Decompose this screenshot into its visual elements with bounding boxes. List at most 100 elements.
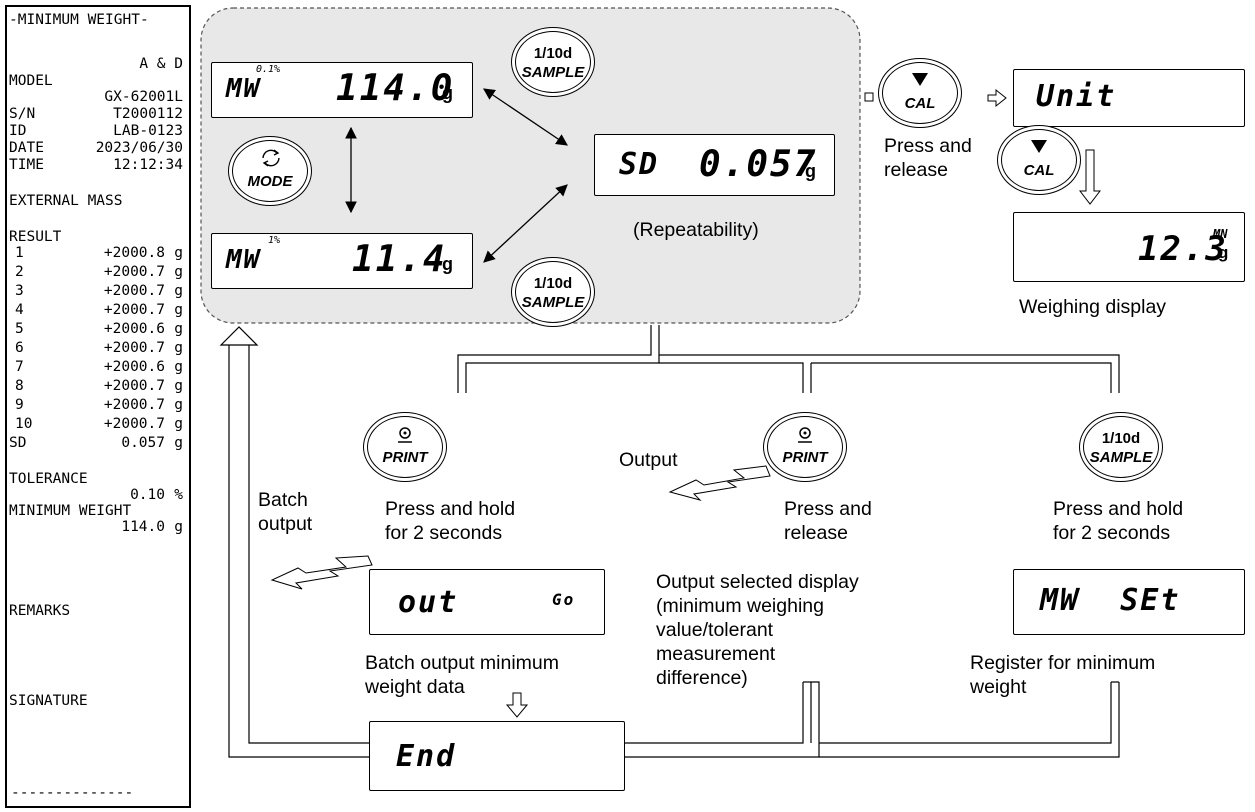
- printout-min-weight-label: MINIMUM WEIGHT: [9, 503, 132, 519]
- display-out-text: out: [398, 585, 459, 620]
- output-lightning-print: [670, 466, 770, 500]
- mode-key[interactable]: MODE: [228, 136, 312, 206]
- sample-key-right-line2: SAMPLE: [1089, 449, 1153, 466]
- display-mw-set-text: MW SEt: [1040, 583, 1181, 618]
- repeatability-label: (Repeatability): [633, 219, 759, 241]
- printout-result-unit: g: [174, 264, 183, 280]
- sample-key-top[interactable]: 1/10d SAMPLE: [511, 27, 595, 97]
- down-triangle-icon: [912, 73, 928, 86]
- cal-key-top[interactable]: CAL: [878, 58, 962, 128]
- press-hold-sample-label: Press and hold for 2 seconds: [1053, 498, 1184, 544]
- printout-id-label: ID: [9, 123, 27, 139]
- sample-key-top-line1: 1/10d: [533, 45, 573, 62]
- display-sd: SD 0.057 g: [594, 134, 835, 196]
- printout-result-index: 9: [15, 397, 24, 413]
- press-hold-print-label: Press and hold for 2 seconds: [385, 498, 516, 544]
- printout-result-value: +2000.7: [103, 264, 165, 280]
- printout-result-unit: g: [174, 378, 183, 394]
- printout-tolerance-value: 0.10: [130, 487, 165, 503]
- printout-time-value: 12:12:34: [113, 157, 183, 173]
- display-mw-set: MW SEt: [1013, 569, 1245, 635]
- cycle-icon: [262, 149, 280, 167]
- output-label: Output: [619, 449, 678, 471]
- printout-result-row: 4 +2000.7 g: [7, 302, 189, 320]
- output-lightning-batch: [272, 556, 372, 589]
- display-unit-text: Unit: [1036, 79, 1117, 114]
- printout-result-value: +2000.7: [103, 378, 165, 394]
- printout-result-index: 6: [15, 340, 24, 356]
- press-release-print-label: Press and release: [784, 498, 872, 544]
- printout-result-unit: g: [174, 340, 183, 356]
- printout-footer-line: --------------: [11, 785, 134, 801]
- hollow-arrow-right: [988, 90, 1006, 106]
- arrow-mw-top-to-sd: [483, 88, 568, 146]
- printout-company: A & D: [139, 56, 183, 72]
- printout-tolerance-label: TOLERANCE: [9, 471, 88, 487]
- printout-result-unit: g: [174, 283, 183, 299]
- printout-header: -MINIMUM WEIGHT-: [9, 12, 149, 28]
- display-sd-value: 0.057: [699, 144, 818, 185]
- sample-key-bottom[interactable]: 1/10d SAMPLE: [511, 257, 595, 327]
- display-end: End: [369, 721, 625, 791]
- display-weighing-unit: g: [1218, 243, 1229, 262]
- printout-result-unit: g: [174, 397, 183, 413]
- cal-key-bottom-label: CAL: [1023, 162, 1055, 179]
- arrow-mw-bottom-to-sd: [483, 184, 568, 263]
- printout-id-value: LAB-0123: [113, 123, 183, 139]
- printout-result-index: 5: [15, 321, 24, 337]
- down-triangle-icon: [1031, 140, 1047, 153]
- printout-result-value: +2000.7: [103, 302, 165, 318]
- return-loop: [221, 327, 1119, 757]
- cal-key-bottom[interactable]: CAL: [997, 125, 1081, 195]
- printout-result-index: 4: [15, 302, 24, 318]
- printout-result-unit: g: [174, 302, 183, 318]
- press-release-cal-label: Press and release: [884, 135, 972, 181]
- printout-result-unit: g: [174, 245, 183, 261]
- printout-model-label: MODEL: [9, 73, 53, 89]
- display-weighing-value: 12.3: [1138, 229, 1228, 269]
- print-key-center-label: PRINT: [782, 449, 828, 466]
- print-key-center[interactable]: PRINT: [763, 412, 847, 482]
- display-mw-top-value: 114.0: [336, 68, 455, 109]
- printout-result-row: 2 +2000.7 g: [7, 264, 189, 282]
- display-mw-bottom-label: MW: [226, 245, 262, 275]
- printout-min-weight-value: 114.0: [121, 519, 165, 535]
- printout-result-value: +2000.7: [103, 416, 165, 432]
- print-key-left-label: PRINT: [382, 449, 428, 466]
- mode-key-label: MODE: [247, 173, 293, 190]
- display-mw-top-label: MW: [226, 74, 262, 104]
- printout-min-weight-unit: g: [174, 519, 183, 535]
- display-out: out Go: [369, 569, 605, 635]
- batch-output-data-label: Batch output minimum weight data: [365, 652, 560, 698]
- display-mw-top: 0.1% MW 114.0 g: [211, 62, 473, 118]
- display-mw-bottom-unit: g: [442, 254, 453, 274]
- print-key-left[interactable]: PRINT: [363, 412, 447, 482]
- output-selected-label: Output selected display (minimum weighin…: [656, 571, 859, 689]
- sample-key-right[interactable]: 1/10d SAMPLE: [1079, 412, 1163, 482]
- printout-result-value: +2000.8: [103, 245, 165, 261]
- display-mw-bottom: 1% MW 11.4 g: [211, 233, 473, 289]
- print-icon: [798, 427, 812, 443]
- printout-sn-value: T2000112: [113, 106, 183, 122]
- register-mw-label: Register for minimum weight: [970, 652, 1156, 698]
- small-square: [865, 93, 873, 101]
- display-weighing-mn: MN: [1213, 227, 1228, 241]
- sample-key-right-line1: 1/10d: [1101, 430, 1141, 447]
- printout-result-unit: g: [174, 359, 183, 375]
- printout-model-value: GX-62001L: [104, 89, 183, 105]
- printout-result-index: 2: [15, 264, 24, 280]
- display-end-text: End: [396, 739, 457, 774]
- printout-date-value: 2023/06/30: [95, 140, 183, 156]
- display-out-small: Go: [552, 590, 576, 609]
- sample-key-bottom-line2: SAMPLE: [521, 294, 585, 311]
- display-sd-label: SD: [619, 147, 660, 182]
- printout-sd-value: 0.057: [121, 435, 165, 451]
- cal-key-top-label: CAL: [904, 95, 936, 112]
- indicator-1-percent: 1%: [268, 235, 281, 246]
